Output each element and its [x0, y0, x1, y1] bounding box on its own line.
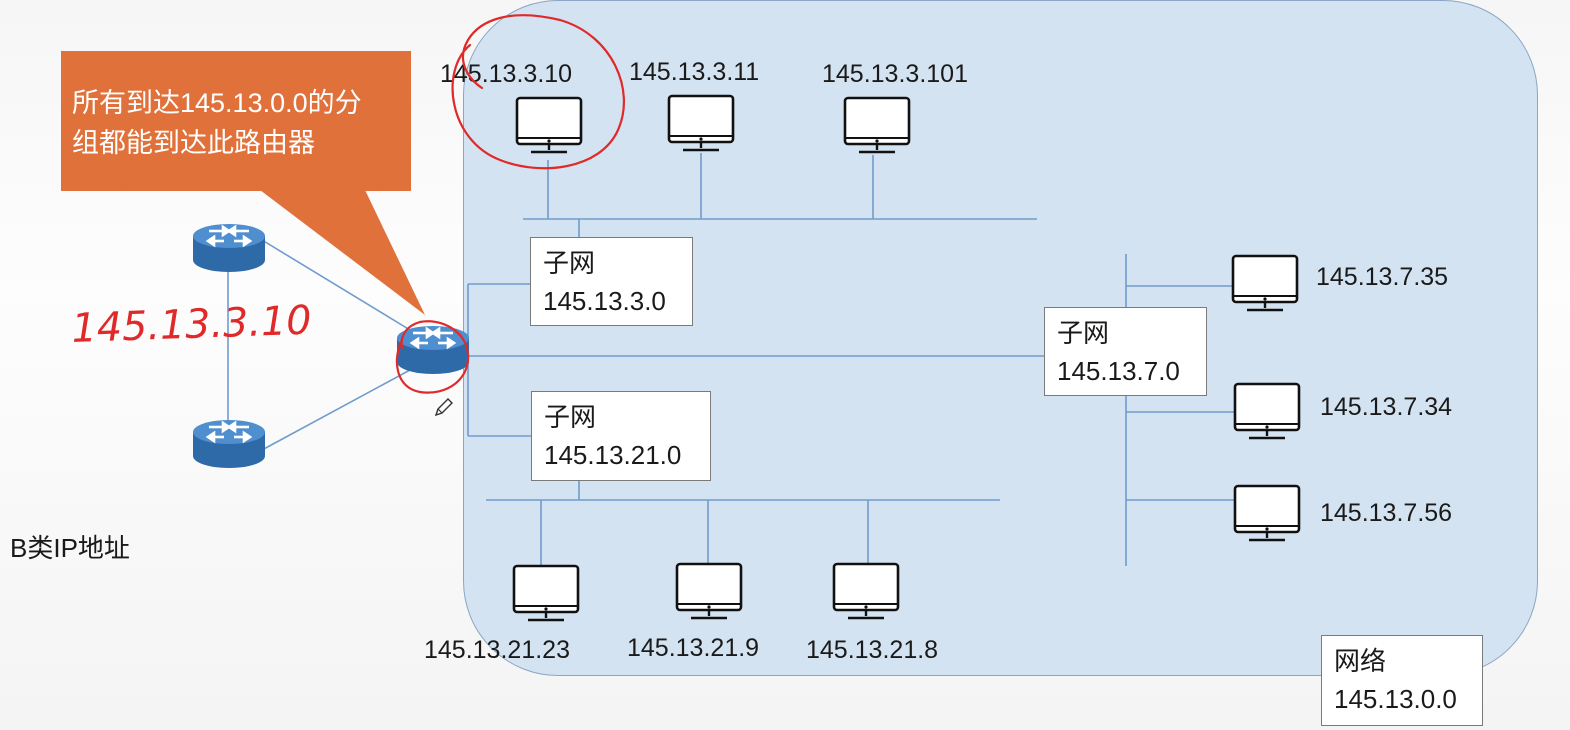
desktop-monitor-icon: [515, 96, 583, 154]
desktop-monitor-icon: [1233, 484, 1301, 542]
network-address: 145.13.0.0: [1334, 684, 1457, 714]
link-router-top-main: [261, 239, 411, 331]
subnet-box-21: 子网 145.13.21.0: [531, 391, 711, 481]
host-label-bottom-1: 145.13.21.23: [424, 636, 570, 664]
subnet-box-7: 子网 145.13.7.0: [1044, 307, 1207, 396]
router-icon: [193, 224, 265, 272]
subnet-title: 子网: [543, 248, 596, 278]
host-label-bottom-3: 145.13.21.8: [806, 636, 939, 664]
callout-note: 所有到达145.13.0.0的分 组都能到达此路由器: [61, 51, 411, 191]
host-label-right-3: 145.13.7.56: [1320, 499, 1453, 527]
host-label-right-1: 145.13.7.35: [1316, 263, 1449, 291]
desktop-monitor-icon: [667, 94, 735, 152]
subnet-box-3: 子网 145.13.3.0: [530, 237, 693, 326]
link-router-bottom-main: [261, 369, 411, 451]
pencil-icon: [434, 398, 453, 417]
desktop-monitor-icon: [512, 564, 580, 622]
callout-pointer: [260, 190, 425, 315]
router-icon: [397, 326, 469, 374]
subnet-address: 145.13.21.0: [544, 440, 682, 470]
host-label-right-2: 145.13.7.34: [1320, 393, 1453, 421]
subnet-title: 子网: [1057, 318, 1110, 348]
desktop-monitor-icon: [1231, 254, 1299, 312]
desktop-monitor-icon: [675, 562, 743, 620]
ip-class-label: B类IP地址: [10, 533, 130, 563]
host-label-top-1: 145.13.3.10: [440, 60, 573, 88]
subnet-address: 145.13.3.0: [543, 286, 666, 316]
network-title: 网络: [1334, 646, 1387, 676]
network-box: 网络 145.13.0.0: [1321, 635, 1483, 726]
desktop-monitor-icon: [1233, 382, 1301, 440]
handwritten-ip-note: 145.13.3.10: [71, 298, 312, 352]
annotation-circle-router: [395, 320, 470, 394]
subnet-title: 子网: [544, 402, 597, 432]
desktop-monitor-icon: [832, 562, 900, 620]
callout-line-2: 组都能到达此路由器: [72, 128, 315, 158]
desktop-monitor-icon: [843, 96, 911, 154]
callout-line-1: 所有到达145.13.0.0的分: [72, 88, 362, 118]
host-label-bottom-2: 145.13.21.9: [627, 634, 760, 662]
host-label-top-3: 145.13.3.101: [822, 60, 968, 88]
subnet-address: 145.13.7.0: [1057, 356, 1180, 386]
annotation-circle-host: [451, 14, 626, 170]
router-icon: [193, 420, 265, 468]
host-label-top-2: 145.13.3.11: [629, 58, 760, 86]
network-area: [463, 0, 1538, 676]
